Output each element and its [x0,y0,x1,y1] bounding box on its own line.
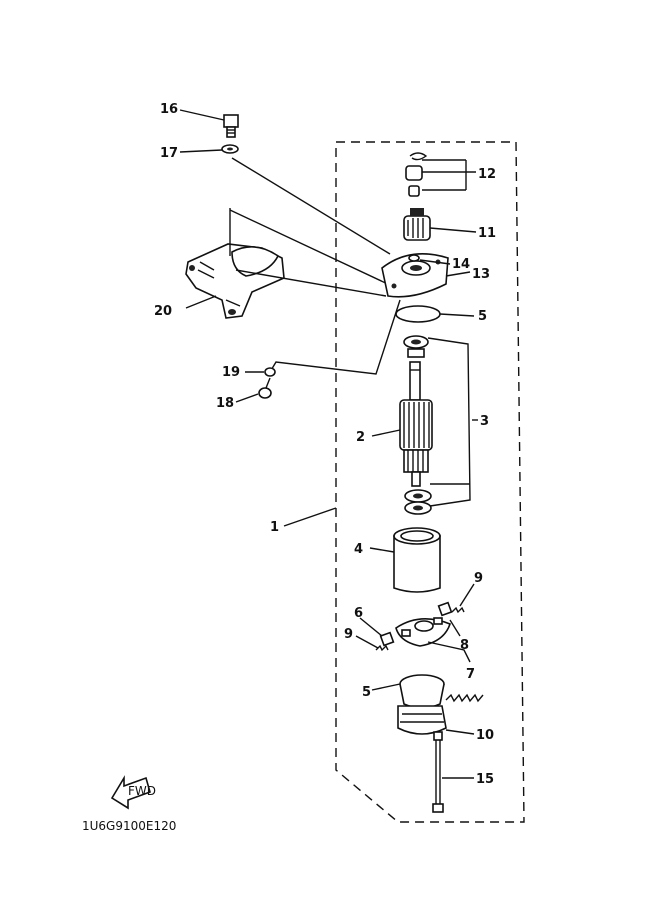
fwd-arrow-icon: FWD [110,775,156,810]
callout-14: 14 [452,257,470,272]
assembly-boundary [335,141,525,823]
part-code: 1U6G9100E120 [82,819,176,833]
callout-1: 1 [270,520,279,535]
part-washer-3-lower [404,489,432,515]
callout-11: 11 [478,226,496,241]
callout-9-upper: 9 [474,571,483,586]
callout-15: 15 [476,772,494,787]
assembly-line-20b [229,209,393,287]
callout-18: 18 [216,396,234,411]
callout-13: 13 [472,267,490,282]
callout-19: 19 [222,365,240,380]
callout-5-upper: 5 [478,309,487,324]
callout-16: 16 [160,102,178,117]
callout-3: 3 [480,414,489,429]
callout-12: 12 [478,167,496,182]
callout-4: 4 [354,542,363,557]
part-bracket-20 [185,243,285,319]
callout-20: 20 [154,304,172,319]
callout-5-lower: 5 [362,685,371,700]
callout-labels: 16 17 12 11 14 13 20 5 19 18 3 2 1 4 9 6… [154,102,496,787]
part-washer-17 [221,144,239,154]
part-yoke-4 [393,527,441,593]
part-lower-cover-10 [397,693,484,735]
part-screw-18 [258,377,272,399]
callout-10: 10 [476,728,494,743]
callout-9-lower: 9 [344,627,353,642]
part-o-ring-5-upper [395,305,441,323]
part-brush-8 [437,601,453,617]
part-brush-holder-7 [395,617,451,647]
bracket-line-7 [427,641,471,663]
part-o-ring-5-lower [399,674,445,709]
part-brush-6 [379,631,395,647]
callout-8: 8 [460,638,469,653]
callout-17: 17 [160,146,178,161]
assembly-line-20c [235,269,387,297]
callout-7: 7 [466,667,475,682]
assembly-line-19 [269,299,401,375]
part-spring-9-left [375,644,389,652]
part-bolt-16 [223,114,239,138]
part-through-bolt-15 [432,731,444,813]
part-collar-12 [405,152,428,197]
part-spring-9-right [451,606,465,614]
part-washer-19 [264,367,276,377]
fwd-label: FWD [128,784,156,798]
callout-2: 2 [356,430,365,445]
part-end-cover-13 [381,252,449,298]
part-washer-3-upper [403,335,429,358]
bracket-line-3 [427,337,471,507]
assembly-line-16 [231,157,391,255]
callout-6: 6 [354,606,363,621]
part-pinion-11 [403,208,431,241]
part-armature-2 [399,361,433,487]
callout-leaders [179,109,478,779]
